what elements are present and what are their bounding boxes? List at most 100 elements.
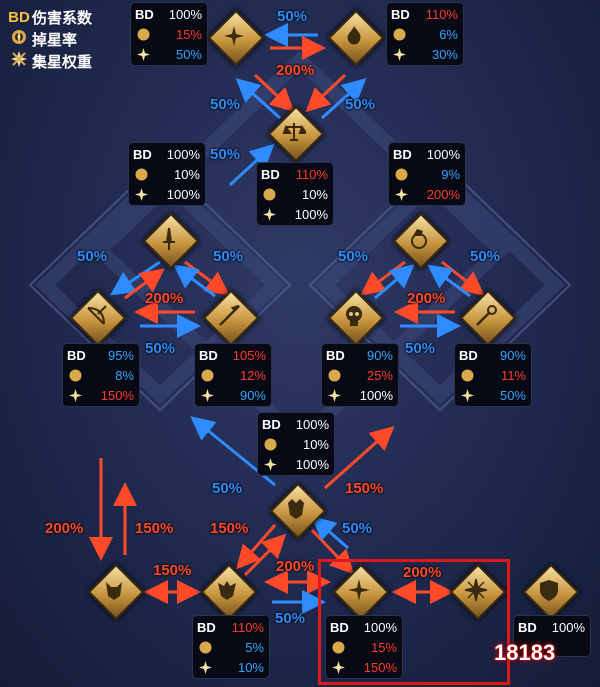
stat-bd-label: BD	[326, 348, 345, 363]
star-gather-icon	[135, 188, 148, 201]
shield-icon	[540, 580, 558, 601]
arrow-red	[253, 73, 295, 113]
stat-bd-label: BD	[67, 348, 86, 363]
stat-bd-label: BD	[133, 147, 152, 162]
stat-box: BD 110% 6% 30%	[387, 3, 463, 65]
star-drop-icon	[201, 369, 214, 382]
stat-bd-label: BD	[391, 7, 410, 22]
star-gather-icon	[263, 208, 276, 221]
arrow-label: 150%	[153, 562, 192, 579]
star-drop-icon	[263, 188, 276, 201]
skull-icon	[346, 306, 362, 326]
node-lancer	[202, 289, 260, 347]
stat-drop: 25%	[366, 368, 393, 383]
arrow-blue	[228, 143, 275, 187]
stat-bd: 90%	[366, 348, 393, 363]
arrow-label: 50%	[210, 146, 241, 163]
stat-bd: 100%	[166, 147, 200, 162]
stat-gather: 50%	[499, 388, 526, 403]
stat-gather: 30%	[431, 47, 458, 62]
arrow-label: 50%	[345, 96, 376, 113]
arrow-label: 200%	[45, 520, 84, 537]
stat-drop: 15%	[370, 640, 397, 655]
star-drop-icon	[69, 369, 82, 382]
horse-icon	[411, 229, 427, 249]
star-icon	[348, 579, 370, 601]
stat-drop: 11%	[500, 368, 526, 383]
bd-label: 伤害系数	[32, 9, 93, 27]
stat-gather: 10%	[237, 660, 264, 675]
node-caster	[327, 9, 385, 67]
stat-bd: 110%	[425, 7, 458, 22]
arrow-label: 50%	[275, 610, 306, 627]
stat-bd-label: BD	[135, 7, 154, 22]
arrow-label: 50%	[210, 96, 241, 113]
stat-bd: 100%	[295, 417, 329, 432]
bow-icon	[87, 305, 107, 325]
arrow-label: 150%	[135, 520, 174, 537]
node-assassin	[327, 289, 385, 347]
node-foreigner	[449, 563, 507, 621]
star-drop-icon	[264, 438, 277, 451]
node-saber	[207, 9, 265, 67]
node-shielder	[522, 563, 580, 621]
stat-bd: 105%	[232, 348, 266, 363]
star-gather-icon	[461, 389, 474, 402]
stat-drop: 6%	[439, 27, 458, 42]
stat-bd: 110%	[295, 167, 328, 182]
legend-drop: 掉星率	[6, 28, 146, 50]
arrow-label: 200%	[276, 558, 315, 575]
arrow-blue	[173, 264, 216, 298]
star-gather-icon	[69, 389, 82, 402]
stat-bd: 90%	[499, 348, 526, 363]
arrow-red	[124, 268, 165, 300]
arrow-label: 50%	[470, 248, 501, 265]
stat-gather: 100%	[359, 388, 393, 403]
compass-star-icon	[464, 578, 488, 602]
arrow-label: 50%	[213, 248, 244, 265]
arrow-blue	[320, 77, 367, 120]
stat-bd: 100%	[426, 147, 460, 162]
star-gather-icon	[199, 661, 212, 674]
star-gather-icon	[328, 389, 341, 402]
stat-gather: 100%	[294, 207, 328, 222]
cross-icon	[224, 26, 244, 46]
node-berserker	[87, 563, 145, 621]
node-archer	[69, 289, 127, 347]
node-pretender	[332, 563, 390, 621]
stat-bd-label: BD	[262, 417, 281, 432]
stat-gather: 50%	[175, 47, 202, 62]
stat-gather: 150%	[100, 388, 134, 403]
star-drop-icon	[199, 641, 212, 654]
arrow-red	[305, 73, 347, 113]
legend-gather: 集星权重	[6, 50, 146, 72]
stat-bd-label: BD	[518, 620, 537, 635]
arrow-label: 50%	[277, 8, 308, 25]
node-saber-2	[142, 212, 200, 270]
spear-icon	[219, 304, 240, 326]
staff-icon	[476, 305, 497, 326]
star-drop-icon	[328, 369, 341, 382]
stat-bd: 100%	[168, 7, 202, 22]
arrow-label: 200%	[407, 290, 446, 307]
watermark-logo: 18183	[494, 640, 556, 665]
star-gather-icon	[6, 50, 32, 72]
arrow-red	[243, 533, 287, 577]
arrow-label: 50%	[405, 340, 436, 357]
stat-bd-label: BD	[393, 147, 412, 162]
star-gather-icon	[393, 48, 406, 61]
arrow-blue	[374, 264, 415, 300]
scales-icon	[282, 123, 306, 141]
legend-bd: BD 伤害系数	[6, 6, 146, 28]
